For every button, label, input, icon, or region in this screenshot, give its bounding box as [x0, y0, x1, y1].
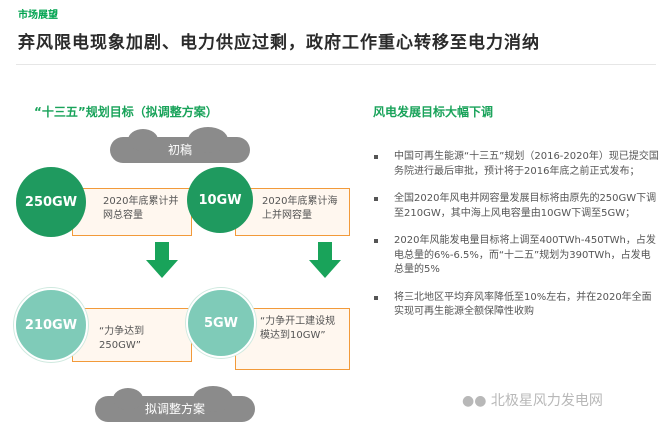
title-divider	[16, 64, 656, 65]
adjusted-cloud: 拟调整方案	[95, 386, 255, 422]
bullet-list: 中国可再生能源“十三五”规划（2016-2020年）现已提交国务院进行最后审批，…	[372, 150, 660, 333]
adjusted-box-1: “力争达到250GW”	[72, 308, 192, 362]
initial-box-2-text: 2020年底累计海上并网容量	[262, 196, 338, 221]
bullet-item: 将三北地区平均弃风率降低至10%左右，并在2020年全面实现可再生能源全额保障性…	[372, 291, 660, 320]
right-subheading: 风电发展目标大幅下调	[373, 105, 494, 119]
bullet-item: 中国可再生能源“十三五”规划（2016-2020年）现已提交国务院进行最后审批，…	[372, 150, 660, 179]
initial-circle-2: 10GW	[187, 167, 253, 233]
left-subheading: “十三五”规划目标（拟调整方案）	[34, 105, 218, 119]
initial-box-1: 2020年底累计并网总容量	[72, 188, 192, 236]
draft-label: 初稿	[167, 143, 192, 157]
bullet-item: 全国2020年风电并网容量发展目标将由原先的250GW下调至210GW，其中海上…	[372, 192, 660, 221]
bullet-item: 2020年风能发电量目标将上调至400TWh-450TWh，占发电总量的6%-6…	[372, 234, 660, 278]
down-arrow-2-shaft	[318, 242, 332, 260]
down-arrow-1-icon	[146, 260, 178, 278]
bullet-icon	[374, 295, 378, 300]
adjusted-box-2-text: “力争开工建设规模达到10GW”	[260, 316, 336, 341]
watermark-text: 北极星风力发电网	[490, 393, 603, 409]
watermark: ●● 北极星风力发电网	[462, 390, 603, 410]
wechat-icon: ●●	[462, 393, 487, 409]
adjusted-circle-1: 210GW	[14, 288, 88, 362]
adjusted-label: 拟调整方案	[144, 402, 205, 416]
slide-title: 弃风限电现象加剧、电力供应过剩，政府工作重心转移至电力消纳	[18, 33, 540, 53]
bullet-icon	[374, 155, 378, 159]
down-arrow-1-shaft	[155, 242, 169, 260]
bullet-icon	[374, 239, 378, 243]
initial-box-1-text: 2020年底累计并网总容量	[103, 196, 179, 221]
adjusted-box-1-text: “力争达到250GW”	[99, 326, 145, 351]
initial-circle-1: 250GW	[16, 167, 86, 237]
adjusted-circle-2: 5GW	[186, 288, 256, 358]
initial-box-2: 2020年底累计海上并网容量	[235, 188, 350, 236]
draft-cloud: 初稿	[110, 127, 250, 163]
section-tag: 市场展望	[18, 10, 58, 21]
bullet-icon	[374, 197, 378, 201]
down-arrow-2-icon	[309, 260, 341, 278]
